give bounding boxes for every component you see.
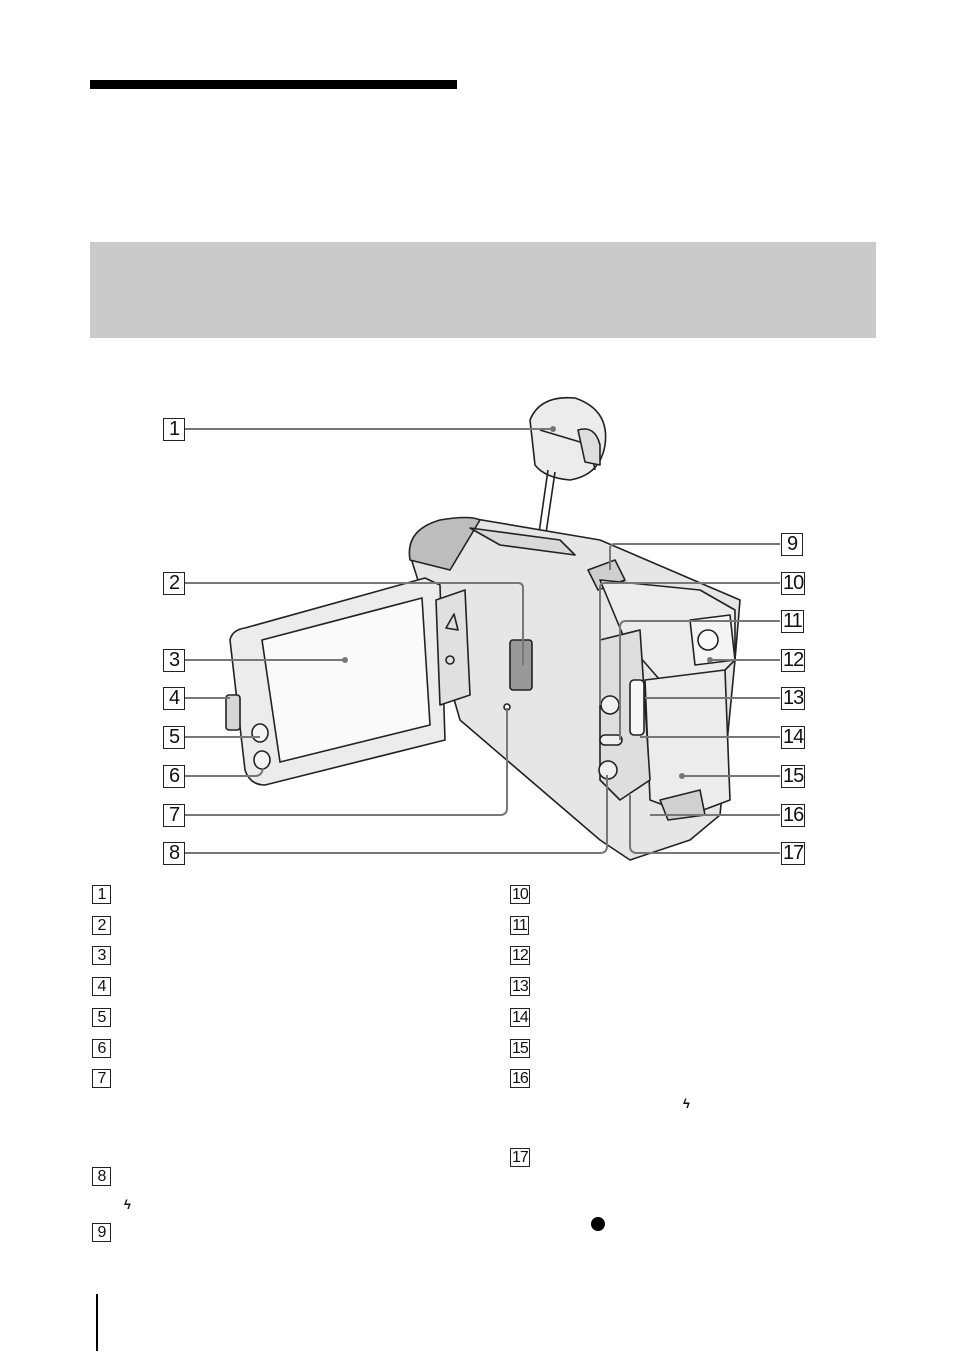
list-item-9: 9: [92, 1223, 111, 1242]
callout-14: 14: [781, 726, 806, 749]
callout-2: 2: [163, 572, 185, 595]
list-item-2: 2: [92, 916, 111, 935]
callout-17: 17: [781, 842, 806, 865]
callout-9: 9: [781, 533, 803, 556]
callout-6: 6: [163, 765, 185, 788]
callout-5: 5: [163, 726, 185, 749]
callout-3: 3: [163, 649, 185, 672]
list-item-14: 14: [510, 1008, 530, 1027]
list-item-4: 4: [92, 977, 111, 996]
list-item-10: 10: [510, 885, 530, 904]
flash-icon: ϟ: [683, 1096, 690, 1111]
record-dot-icon: [591, 1217, 605, 1231]
list-item-13: 13: [510, 977, 530, 996]
camcorder-diagram: 1 2 3 4 5 6 7 8 9 10 11 12 13 14 15 16 1…: [0, 380, 954, 880]
list-item-16: 16: [510, 1069, 530, 1088]
page-margin-rule: [96, 1294, 98, 1351]
section-heading-band: [90, 242, 876, 338]
callout-4: 4: [163, 687, 185, 710]
list-item-12: 12: [510, 946, 530, 965]
camcorder-illustration: [184, 396, 780, 861]
list-item-8: 8: [92, 1167, 111, 1186]
callout-7: 7: [163, 804, 185, 827]
callout-12: 12: [781, 649, 806, 672]
list-item-5: 5: [92, 1008, 111, 1027]
list-item-7: 7: [92, 1069, 111, 1088]
list-item-17: 17: [510, 1148, 530, 1167]
callout-8: 8: [163, 842, 185, 865]
flash-icon: ϟ: [124, 1197, 131, 1212]
callout-13: 13: [781, 687, 806, 710]
callout-16: 16: [781, 804, 806, 827]
title-rule: [90, 80, 457, 89]
callout-11: 11: [781, 610, 804, 633]
list-item-1: 1: [92, 885, 111, 904]
callout-10: 10: [781, 572, 806, 595]
callout-1: 1: [163, 418, 185, 441]
list-item-15: 15: [510, 1039, 530, 1058]
list-item-6: 6: [92, 1039, 111, 1058]
list-item-11: 11: [510, 916, 529, 935]
callout-15: 15: [781, 765, 806, 788]
list-item-3: 3: [92, 946, 111, 965]
